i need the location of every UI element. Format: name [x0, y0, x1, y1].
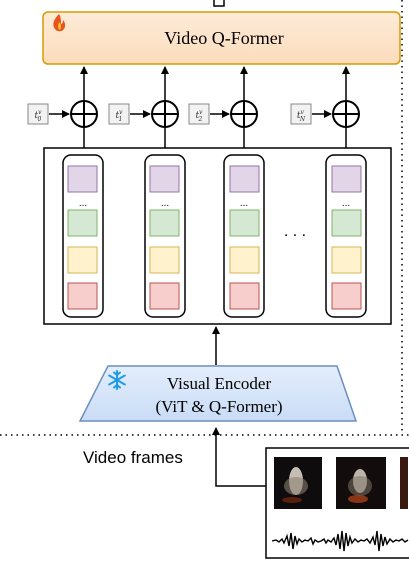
token-green	[229, 209, 260, 237]
token-ellipsis: ...	[161, 198, 169, 209]
frame-tokens-container: ... ... ... . . . ...	[43, 147, 392, 325]
token-green	[149, 209, 180, 237]
token-purple	[229, 165, 260, 193]
token-yellow	[229, 246, 260, 274]
qformer-box	[42, 11, 401, 65]
qformer-title: Video Q-Former	[164, 28, 283, 48]
token-yellow	[149, 246, 180, 274]
position-embedding-box	[290, 103, 312, 125]
token-ellipsis: ...	[342, 198, 350, 209]
token-purple	[67, 165, 98, 193]
frames-ellipsis: . . .	[284, 223, 306, 240]
position-embedding-box	[188, 103, 210, 125]
encoder-shape	[78, 365, 358, 422]
token-red	[67, 282, 98, 310]
token-yellow	[67, 246, 98, 274]
audio-waveform	[271, 530, 409, 552]
video-frame-thumbnail	[400, 457, 408, 509]
position-embedding-box	[27, 103, 49, 125]
token-red	[331, 282, 362, 310]
fire-icon	[53, 14, 66, 32]
token-purple	[149, 165, 180, 193]
token-yellow	[331, 246, 362, 274]
visual-encoder-block: Visual Encoder (ViT & Q-Former)	[78, 365, 358, 422]
output-connector	[213, 0, 225, 7]
arrow-frames-to-encoder	[212, 427, 266, 487]
token-red	[229, 282, 260, 310]
token-green	[67, 209, 98, 237]
video-qformer-block: Video Q-Former	[42, 11, 401, 65]
token-purple	[331, 165, 362, 193]
snowflake-icon	[108, 370, 126, 390]
token-ellipsis: ...	[240, 198, 248, 209]
token-red	[149, 282, 180, 310]
video-frames-panel	[265, 447, 409, 559]
encoder-subtitle: (ViT & Q-Former)	[155, 397, 282, 416]
token-green	[331, 209, 362, 237]
token-ellipsis: ...	[79, 198, 87, 209]
encoder-title: Visual Encoder	[167, 374, 272, 393]
position-embedding-box	[108, 103, 130, 125]
video-frames-label: Video frames	[83, 448, 183, 467]
